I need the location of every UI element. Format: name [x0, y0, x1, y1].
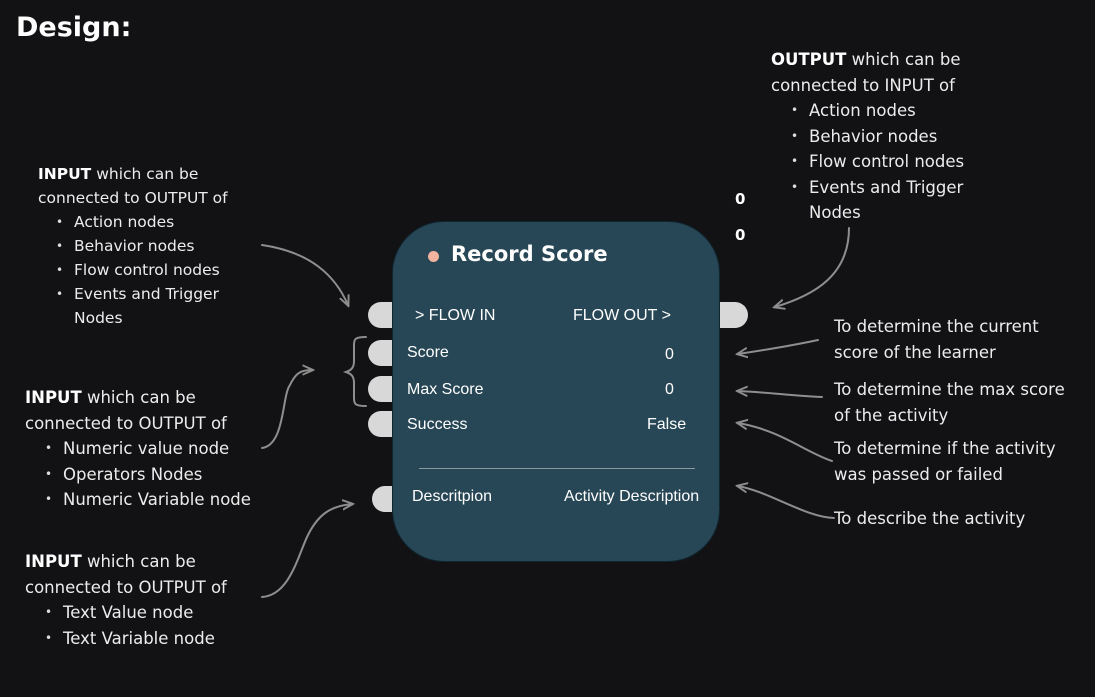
flow-output-arrow: [775, 227, 850, 307]
output-value-2: 0: [735, 226, 746, 244]
note-text: To describe the activity: [834, 509, 1026, 528]
max-score-input-port[interactable]: [368, 376, 392, 402]
list-item: Numeric Variable node: [25, 487, 251, 513]
text-input-note: INPUT which can be connected to OUTPUT o…: [25, 549, 227, 651]
note-text: connected to OUTPUT of: [25, 577, 227, 597]
flow-in-label: > FLOW IN: [415, 307, 496, 324]
success-label: Success: [407, 416, 468, 433]
success-note: To determine if the activity was passed …: [834, 436, 1056, 487]
success-value[interactable]: False: [647, 416, 687, 433]
numeric-bracket: [342, 336, 367, 407]
note-text: To determine if the activity: [834, 439, 1056, 458]
description-note: To describe the activity: [834, 506, 1025, 532]
note-bold: OUTPUT: [771, 50, 847, 69]
list-item: Nodes: [74, 309, 123, 327]
note-text: To determine the max score: [834, 380, 1065, 399]
note-text: which can be: [846, 50, 961, 69]
list-item: Flow control nodes: [38, 258, 228, 282]
list-item: Nodes: [809, 203, 861, 222]
list-item: Action nodes: [38, 210, 228, 234]
score-input-port[interactable]: [368, 340, 392, 366]
note-text: connected to OUTPUT of: [25, 413, 227, 433]
list-item: Flow control nodes: [771, 149, 964, 175]
score-value[interactable]: 0: [665, 346, 674, 363]
status-dot-icon: [428, 251, 439, 262]
flow-input-note: INPUT which can be connected to OUTPUT o…: [38, 162, 228, 330]
flow-input-arrow: [261, 244, 348, 305]
description-input-port[interactable]: [372, 486, 392, 512]
list-item: Text Value node: [25, 600, 227, 626]
list-item: Events and Trigger: [771, 175, 964, 201]
note-text: connected to INPUT of: [771, 75, 955, 95]
flow-output-note: OUTPUT which can be connected to INPUT o…: [771, 47, 964, 226]
max-score-note: To determine the max score of the activi…: [834, 377, 1065, 428]
flow-in-port[interactable]: [368, 302, 392, 328]
note-text: was passed or failed: [834, 464, 1003, 484]
numeric-input-note: INPUT which can be connected to OUTPUT o…: [25, 385, 251, 513]
list-item: Behavior nodes: [38, 234, 228, 258]
divider: [419, 468, 695, 469]
success-input-port[interactable]: [368, 411, 392, 437]
note-text: which can be: [81, 388, 196, 407]
description-label: Descritpion: [412, 488, 493, 505]
flow-out-label: FLOW OUT >: [573, 307, 671, 324]
max-score-label: Max Score: [407, 381, 484, 398]
description-arrow: [738, 486, 835, 519]
numeric-input-arrow: [261, 370, 312, 449]
note-text: of the activity: [834, 405, 949, 425]
list-item: Numeric value node: [25, 436, 251, 462]
score-note: To determine the current score of the le…: [834, 314, 1039, 365]
note-text: score of the learner: [834, 342, 996, 362]
record-score-node[interactable]: Record Score > FLOW IN FLOW OUT > Score …: [392, 221, 720, 562]
list-item: Operators Nodes: [25, 462, 251, 488]
score-label: Score: [407, 344, 449, 361]
max-score-value[interactable]: 0: [665, 381, 674, 398]
text-input-arrow: [261, 504, 352, 598]
list-item: Events and Trigger: [38, 282, 228, 306]
score-arrow: [738, 339, 819, 354]
description-value[interactable]: Activity Description: [564, 488, 700, 505]
output-value-1: 0: [735, 190, 746, 208]
page-heading: Design:: [16, 12, 132, 43]
success-arrow: [738, 423, 833, 462]
note-bold: INPUT: [38, 165, 92, 183]
flow-out-port[interactable]: [720, 302, 748, 328]
list-item: Action nodes: [771, 98, 964, 124]
max-score-arrow: [738, 391, 823, 398]
note-text: To determine the current: [834, 317, 1039, 336]
note-text: which can be: [91, 165, 199, 183]
list-item: Behavior nodes: [771, 124, 964, 150]
list-item: Text Variable node: [25, 626, 227, 652]
note-bold: INPUT: [25, 552, 82, 571]
node-title: Record Score: [451, 242, 608, 266]
note-text: connected to OUTPUT of: [38, 189, 228, 207]
note-bold: INPUT: [25, 388, 82, 407]
note-text: which can be: [81, 552, 196, 571]
